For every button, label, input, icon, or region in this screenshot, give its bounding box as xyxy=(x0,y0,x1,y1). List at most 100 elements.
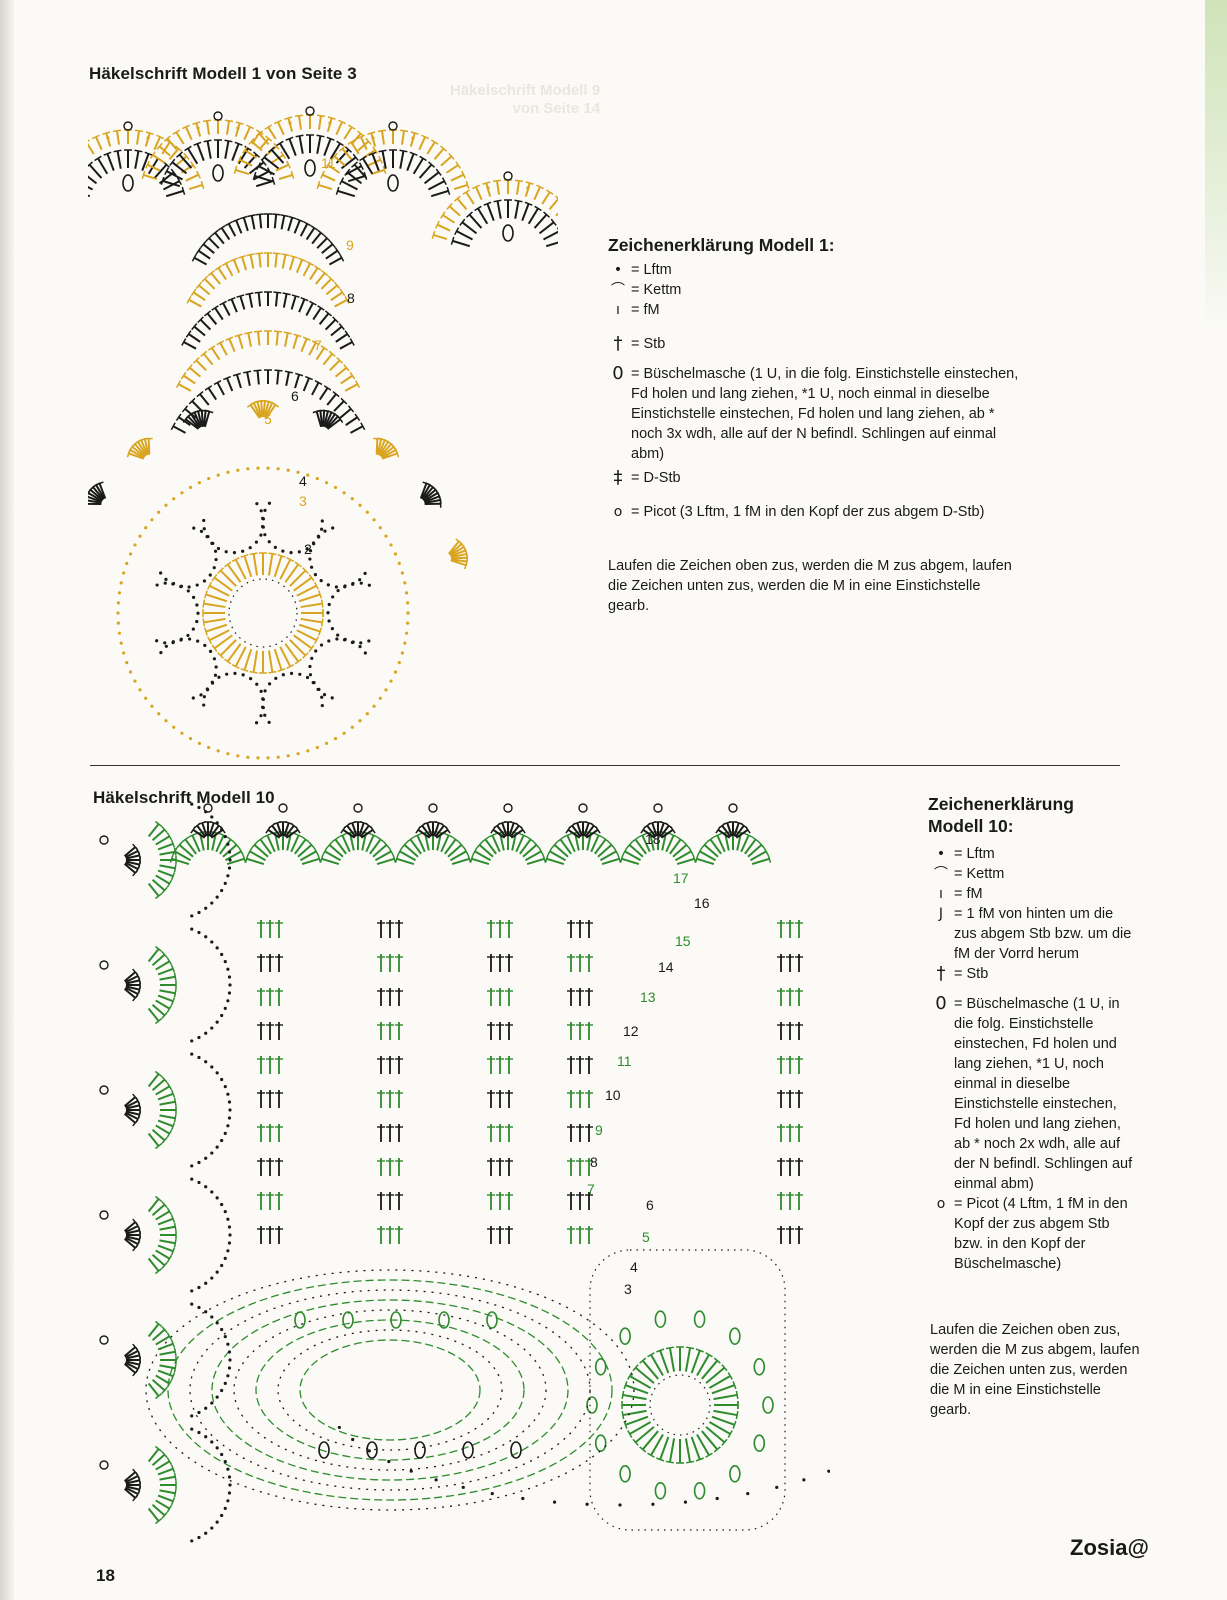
chain-dot xyxy=(651,1503,654,1506)
chain-dot xyxy=(180,732,183,735)
chain-dot xyxy=(217,676,220,679)
cluster-mark xyxy=(730,1328,740,1344)
chain-dot xyxy=(125,661,128,664)
stitch-mark xyxy=(156,1461,170,1469)
chain-dot xyxy=(320,579,323,582)
picot-mark xyxy=(100,961,108,969)
chain-dot xyxy=(165,645,168,648)
stitch-mark xyxy=(244,649,251,670)
stitch-crossbar xyxy=(411,132,419,134)
legend-text: = Stb xyxy=(954,964,988,984)
chain-dot xyxy=(403,581,406,584)
chain-dot xyxy=(190,914,193,917)
chain-dot xyxy=(195,620,198,623)
stitch-mark xyxy=(242,257,246,270)
chain-dot xyxy=(210,1065,213,1068)
chain-dot xyxy=(210,1026,213,1029)
stitch-mark xyxy=(476,187,482,200)
chain-dot xyxy=(249,546,252,549)
chain-dot xyxy=(246,467,249,470)
stitch-crossbar xyxy=(243,371,251,373)
chain-dot xyxy=(204,1407,207,1410)
chain-dot xyxy=(351,497,354,500)
stitch-mark xyxy=(363,158,372,173)
stitch-mark xyxy=(301,224,308,236)
stitch-mark xyxy=(306,303,313,315)
stitch-mark xyxy=(149,1199,159,1212)
stitch-mark xyxy=(160,146,170,155)
round-number: 14 xyxy=(658,959,674,975)
stitch-mark xyxy=(383,151,386,169)
chain-dot xyxy=(406,601,409,604)
stitch-mark xyxy=(443,215,455,223)
stitch-crossbar xyxy=(285,371,293,373)
stitch-mark xyxy=(158,1469,173,1475)
chain-dot xyxy=(344,638,347,641)
stitch-mark xyxy=(752,859,769,864)
round-number: 11 xyxy=(617,1053,632,1069)
chain-dot xyxy=(188,637,191,640)
chain-dot xyxy=(360,582,363,585)
stitch-mark xyxy=(258,331,259,345)
cluster-mark xyxy=(620,1328,630,1344)
chain-dot xyxy=(203,695,206,698)
stitch-mark xyxy=(153,955,165,966)
chain-dot xyxy=(118,632,121,635)
chain-dot xyxy=(204,1157,207,1160)
chain-dot xyxy=(236,126,239,129)
stitch-mark xyxy=(227,121,229,135)
stitch-mark xyxy=(320,313,329,324)
chain-dot xyxy=(217,473,220,476)
chain-dot xyxy=(207,477,210,480)
chain-dot xyxy=(216,1446,219,1449)
chain-dot xyxy=(226,1249,229,1252)
stitch-crossbar xyxy=(274,331,282,332)
picot-mark xyxy=(100,1086,108,1094)
stitch-mark xyxy=(205,279,215,289)
chain-dot xyxy=(192,627,195,630)
model-1-legend: • = Lftm ⌒ = Kettm ı = fM † = Stb 0 = Bü… xyxy=(605,260,1025,522)
stitch-mark xyxy=(188,148,197,163)
cluster-mark xyxy=(295,1312,305,1328)
stitch-mark xyxy=(254,651,257,673)
stitch-mark xyxy=(160,1240,176,1243)
chain-dot xyxy=(317,688,320,691)
stitch-mark xyxy=(307,228,315,240)
stitch-mark xyxy=(713,1411,737,1415)
chain-dot xyxy=(242,673,245,676)
chain-dot xyxy=(203,644,206,647)
chain-dot xyxy=(204,935,207,938)
stitch-mark xyxy=(535,215,547,228)
stitch-mark xyxy=(153,880,165,891)
chain-dot xyxy=(259,714,262,717)
round-number: 5 xyxy=(642,1229,650,1245)
stitch-mark xyxy=(312,383,319,395)
legend-item: o = Picot (4 Lftm, 1 fM in den Kopf der … xyxy=(928,1194,1148,1274)
stitch-mark xyxy=(149,949,159,962)
stitch-mark xyxy=(301,339,306,352)
stitch-mark xyxy=(156,875,170,883)
legend-text: = Picot (4 Lftm, 1 fM in den Kopf der zu… xyxy=(954,1194,1134,1274)
stitch-mark xyxy=(342,181,358,189)
stitch-mark xyxy=(486,183,490,196)
chain-dot xyxy=(192,527,195,530)
cluster-mark xyxy=(213,165,223,181)
stitch-mark xyxy=(517,181,519,195)
chain-dot xyxy=(317,535,320,538)
chain-dot xyxy=(389,679,392,682)
stitch-mark xyxy=(199,285,210,294)
stitch-mark xyxy=(425,172,439,183)
stitch-mark xyxy=(453,241,470,246)
cluster-mark xyxy=(695,1483,705,1499)
chain-dot xyxy=(209,650,212,653)
round-number: 2 xyxy=(304,541,312,557)
chain-dot xyxy=(187,585,190,588)
chain-dot xyxy=(277,467,280,470)
chain-dot xyxy=(228,1358,231,1361)
chain-dot xyxy=(190,1302,193,1305)
stitch-mark xyxy=(149,1508,159,1521)
chain-dot xyxy=(157,511,160,514)
stitch-mark xyxy=(202,411,203,427)
stitch-mark xyxy=(341,376,353,384)
picot-mark xyxy=(579,804,587,812)
